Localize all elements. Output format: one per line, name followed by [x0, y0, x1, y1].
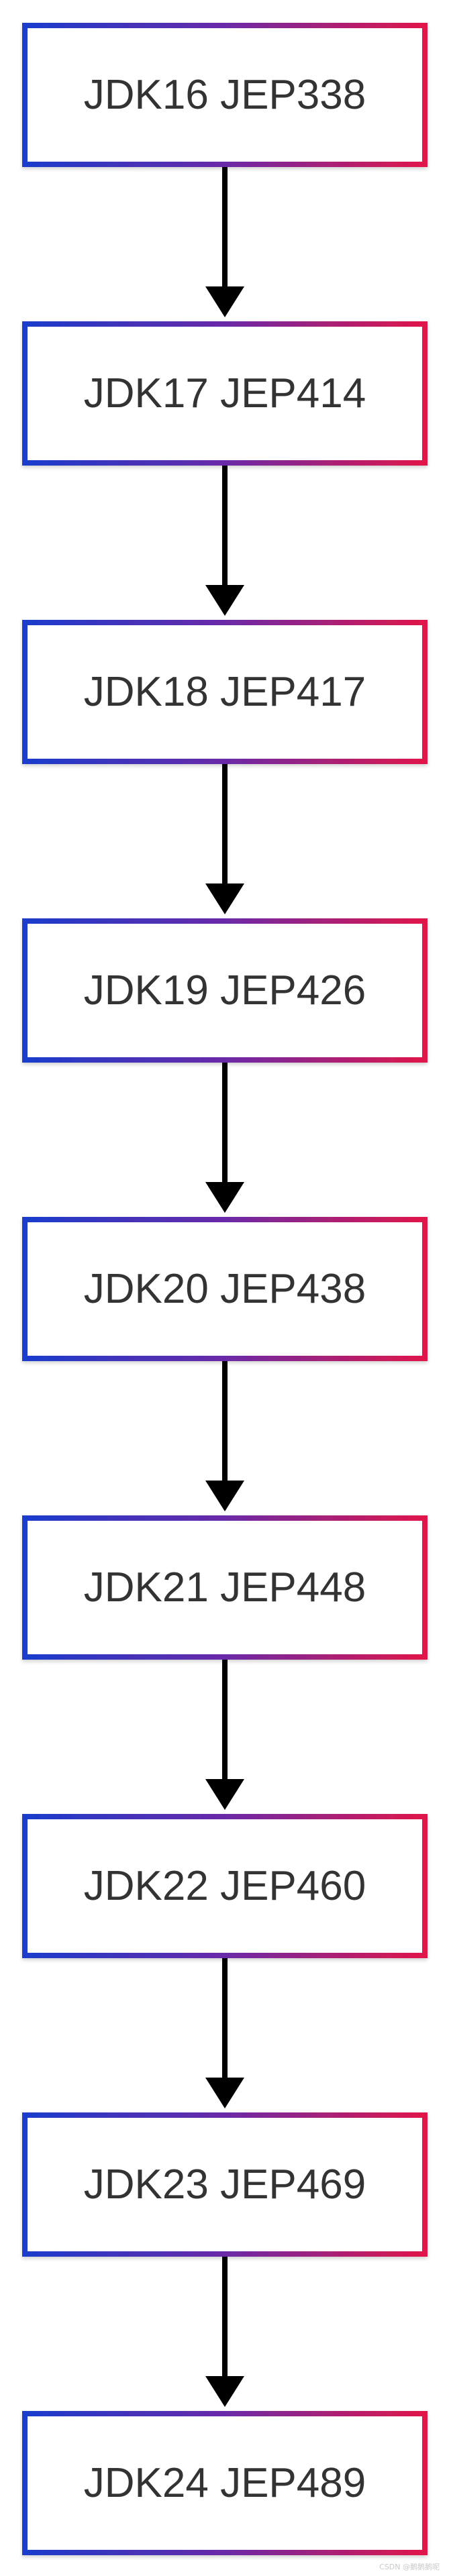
watermark-text: CSDN @鹅鹅鹅呢 [379, 2562, 440, 2571]
flow-node-label: JDK17 JEP414 [84, 370, 366, 417]
flow-node-box [22, 23, 428, 167]
flow-node-label: JDK19 JEP426 [84, 967, 366, 1014]
flow-node-label: JDK24 JEP489 [84, 2460, 366, 2506]
flow-node: JDK24 JEP489 [22, 2411, 428, 2555]
flow-arrow [205, 1958, 244, 2108]
flow-arrow-head [205, 1182, 244, 1213]
flow-arrow-head [205, 2376, 244, 2407]
flow-arrow [205, 1660, 244, 1810]
flow-node-label: JDK22 JEP460 [84, 1863, 366, 1909]
flow-node-box [22, 2411, 428, 2555]
flow-node-box [22, 1814, 428, 1958]
flow-arrow [205, 1063, 244, 1213]
flow-node-box [22, 620, 428, 764]
flow-node: JDK16 JEP338 [22, 23, 428, 167]
flow-node-label: JDK18 JEP417 [84, 669, 366, 715]
flow-arrow-head [205, 2078, 244, 2108]
flow-node: JDK17 JEP414 [22, 321, 428, 466]
flow-node-box [22, 321, 428, 466]
flow-node: JDK19 JEP426 [22, 918, 428, 1063]
flow-node-label: JDK20 JEP438 [84, 1266, 366, 1312]
flow-node: JDK20 JEP438 [22, 1217, 428, 1361]
flow-node-box [22, 1515, 428, 1660]
flow-arrow-head [205, 883, 244, 914]
flow-arrow-head [205, 1481, 244, 1511]
edges-layer [205, 167, 244, 2407]
flow-node-box [22, 1217, 428, 1361]
flow-node-label: JDK21 JEP448 [84, 1564, 366, 1611]
flow-arrow [205, 2257, 244, 2407]
flow-node-label: JDK16 JEP338 [84, 72, 366, 118]
flow-node: JDK22 JEP460 [22, 1814, 428, 1958]
flow-node: JDK18 JEP417 [22, 620, 428, 764]
flow-arrow-head [205, 585, 244, 616]
flow-arrow-head [205, 1779, 244, 1810]
flow-arrow [205, 764, 244, 914]
flow-node-box [22, 2112, 428, 2257]
flow-node: JDK21 JEP448 [22, 1515, 428, 1660]
flow-node-label: JDK23 JEP469 [84, 2161, 366, 2208]
flow-arrow [205, 466, 244, 616]
flow-arrow-head [205, 286, 244, 317]
flow-arrow [205, 1361, 244, 1511]
flow-node-box [22, 918, 428, 1063]
flow-node: JDK23 JEP469 [22, 2112, 428, 2257]
flow-arrow [205, 167, 244, 317]
